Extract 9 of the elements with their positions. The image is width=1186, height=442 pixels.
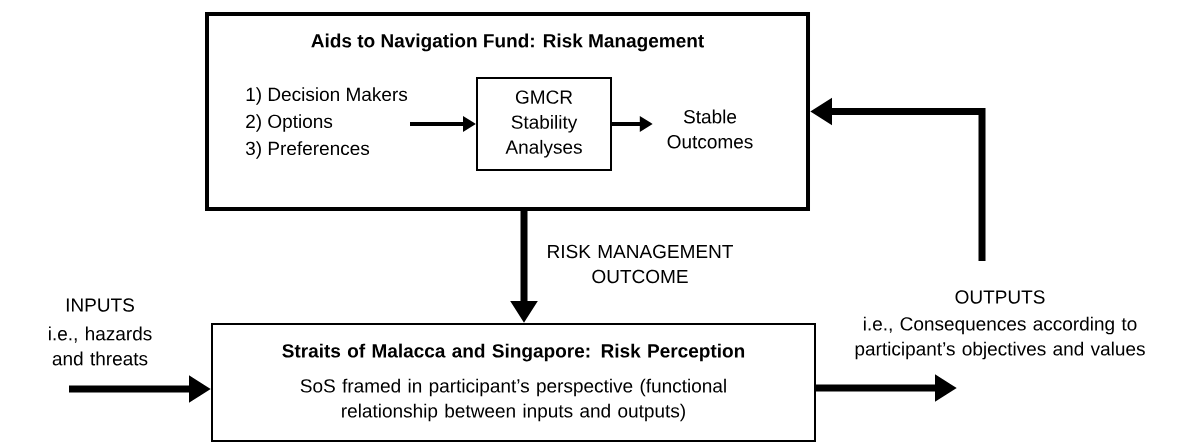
text-label: Stable Outcomes xyxy=(667,109,753,149)
text-label: INPUTS xyxy=(66,298,134,312)
numbered-list: 1) Decision Makers 2) Options 3) Preferences xyxy=(245,87,408,159)
text-label: OUTPUTS xyxy=(955,290,1045,304)
edge-label: RISK MANAGEMENT OUTCOME xyxy=(548,244,733,284)
process-box: GMCR Stability Analyses xyxy=(476,77,612,171)
text-label: i.e., hazards and threats xyxy=(49,326,152,366)
process-box: Straits of Malacca and Singapore: Risk Perception SoS framed in participant’s perspective (functional relationship between inputs and outputs) xyxy=(211,323,816,442)
text-label: i.e., Consequences according to participant’s objectives and values xyxy=(855,316,1145,360)
